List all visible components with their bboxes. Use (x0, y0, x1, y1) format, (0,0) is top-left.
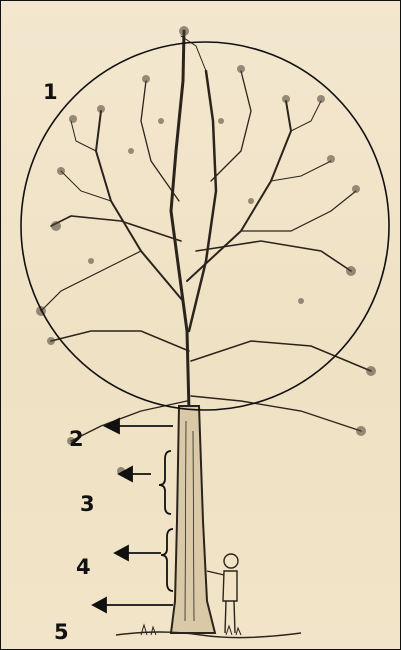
label-branch-zone: 3 (80, 494, 95, 515)
label-first-branch: 2 (69, 429, 84, 450)
label-trunk-zone: 4 (76, 557, 91, 578)
label-ground: 5 (54, 622, 69, 643)
label-crown: 1 (43, 82, 58, 103)
annotation-arrows (93, 419, 173, 612)
annotation-braces (159, 451, 173, 591)
tree-crown (41, 31, 371, 441)
tree-leaves (36, 26, 376, 475)
